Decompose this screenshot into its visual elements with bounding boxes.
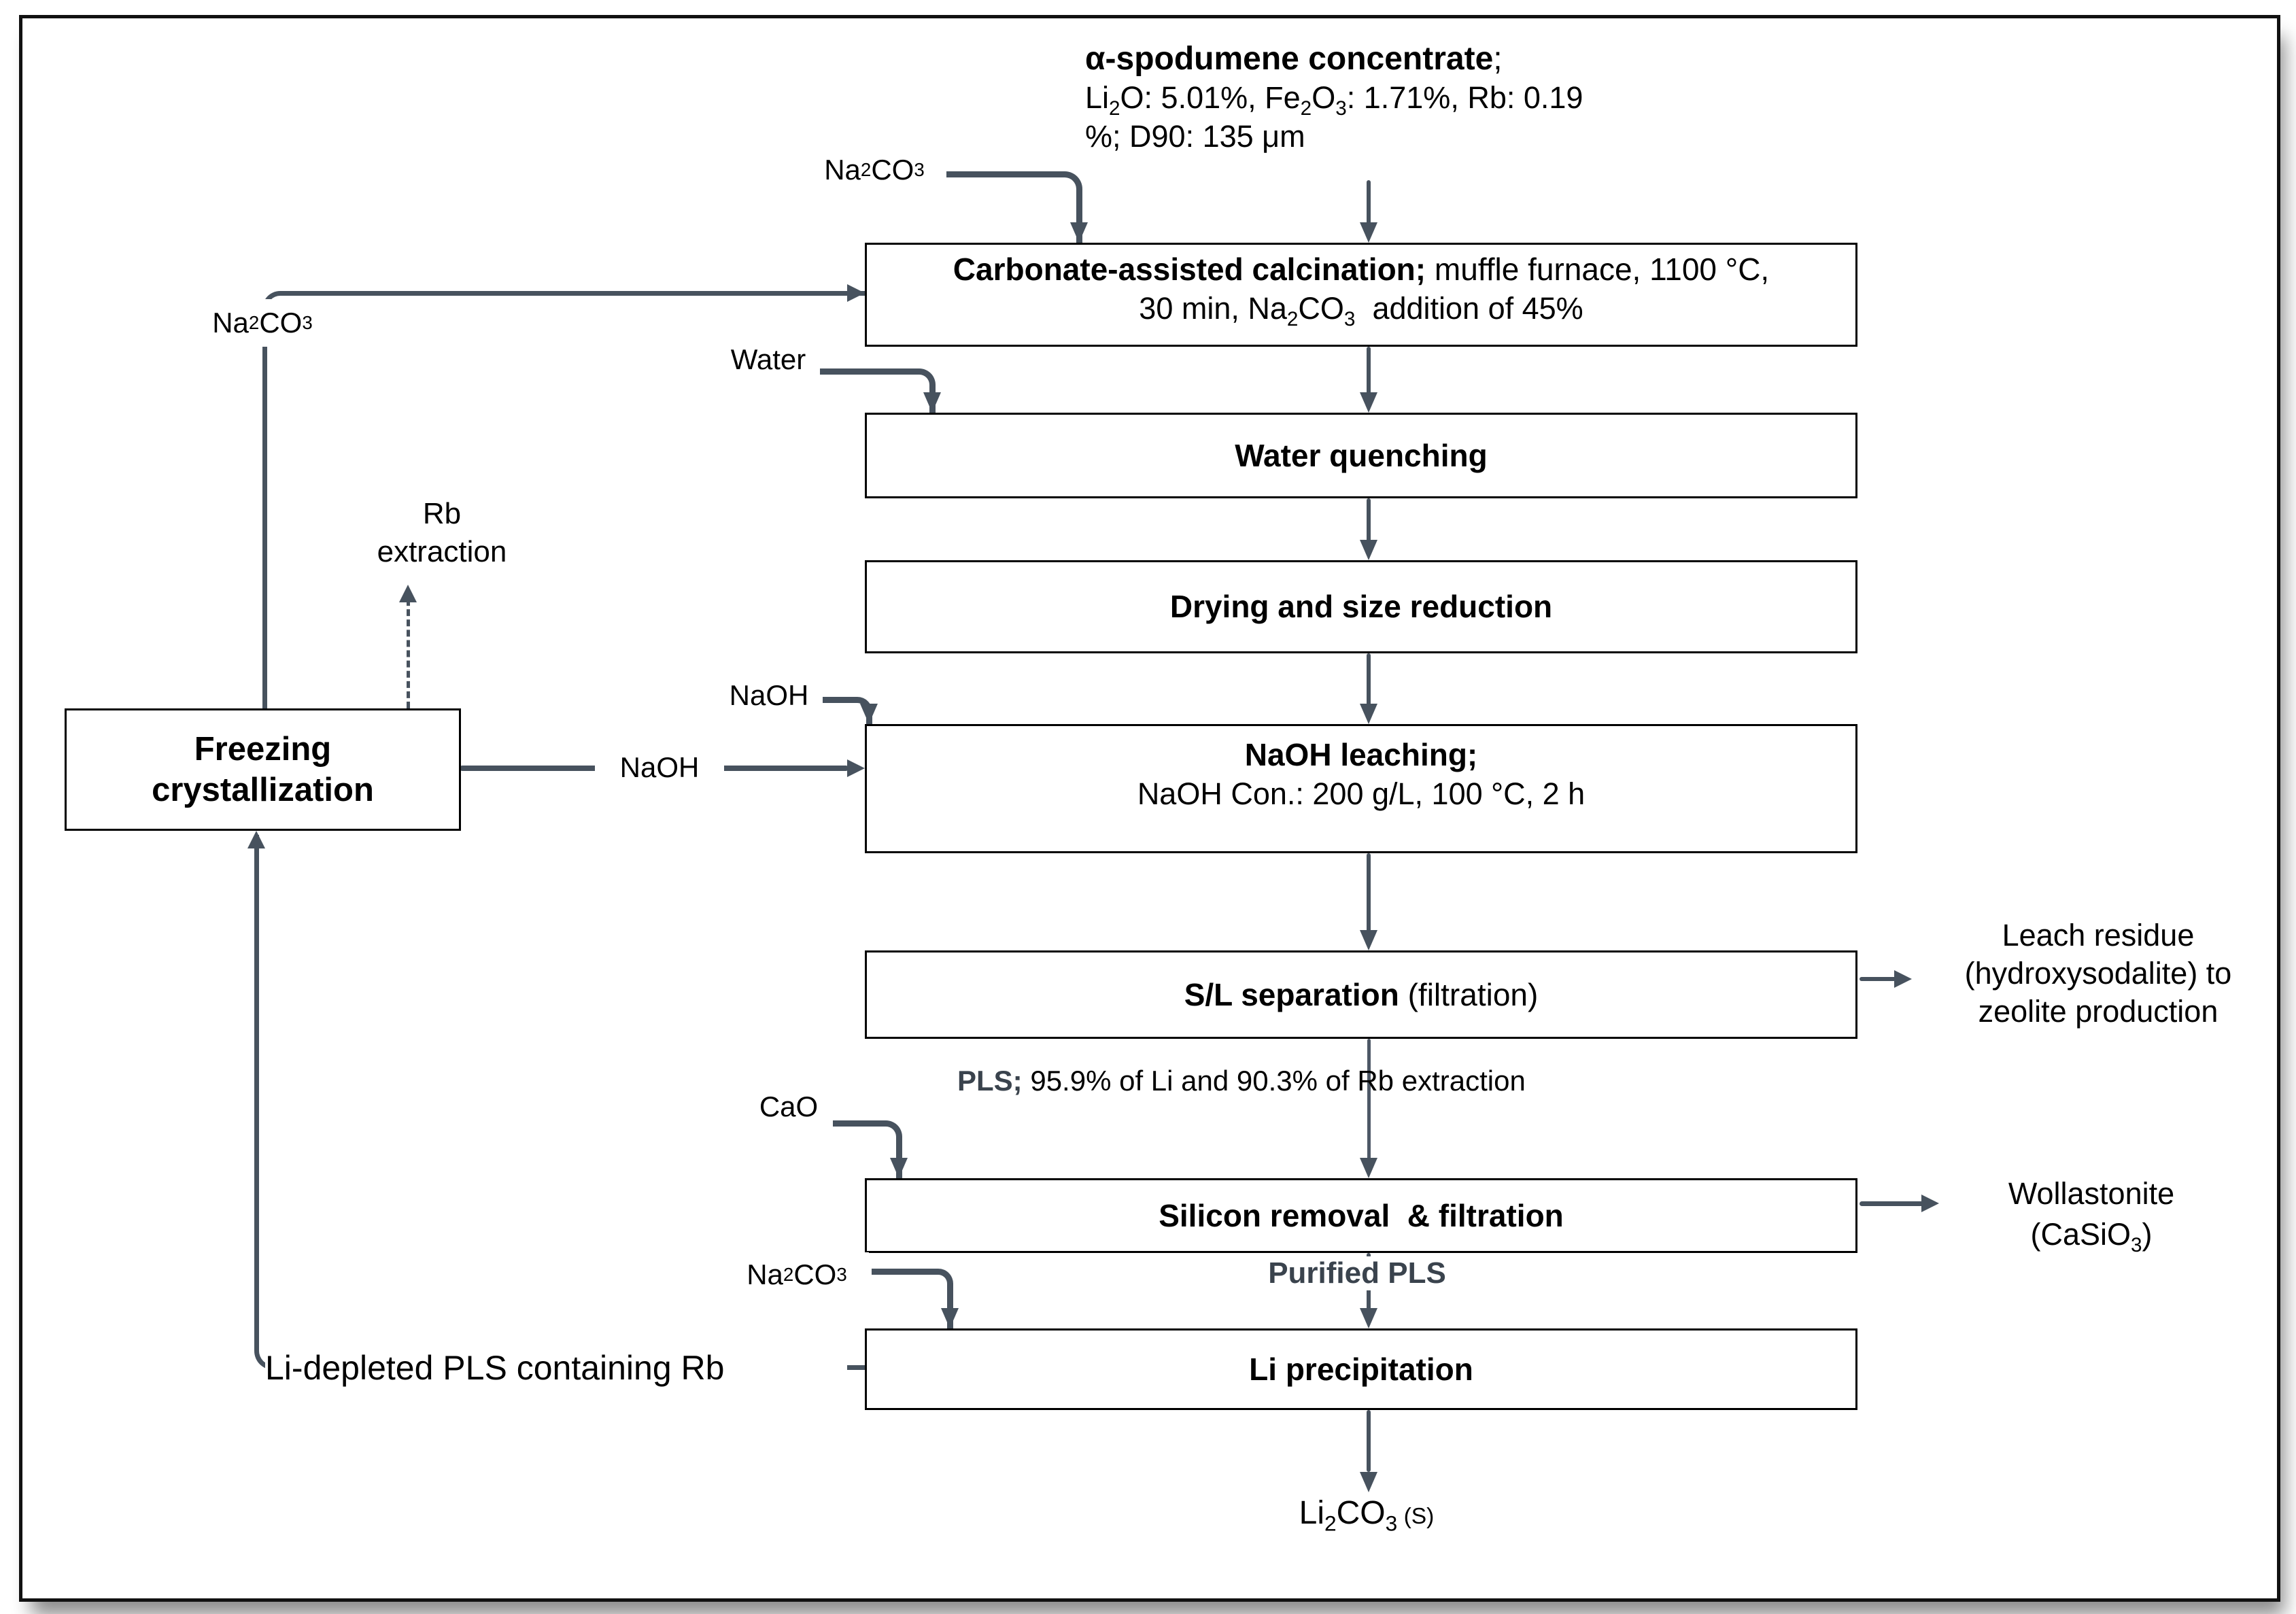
flow-box-li-precipitation: Li precipitation [865,1328,1857,1410]
label-na2co3-recycle: Na2CO3 [192,299,332,347]
silicon-removal-label: Silicon removal & filtration [1159,1197,1564,1235]
elbow-water [820,368,936,413]
arrowhead-na2co3-top [1070,222,1088,243]
label-purified-pls: Purified PLS [1235,1256,1479,1290]
arrow-drying-to-leaching [1367,653,1371,708]
arrowhead-into-quenching [1360,392,1377,413]
label-rb-extraction: Rb extraction [340,495,544,571]
title-line3: %; D90: 135 μm [1085,117,1670,156]
label-water: Water [717,339,819,381]
calcination-line1: Carbonate-assisted calcination; muffle f… [953,250,1769,289]
label-cao: CaO [744,1085,833,1129]
arrowhead-into-freezing [247,831,265,848]
label-naoh-stream: NaOH [595,746,724,789]
arrowhead-product [1360,1472,1377,1492]
label-naoh-makeup: NaOH [715,674,823,717]
arrowhead-water [923,392,941,413]
arrowhead-into-precipitation [1360,1308,1377,1328]
arrowhead-residue [1894,970,1912,988]
arrowhead-naoh-into-leaching [847,759,865,777]
arrowhead-na2co3-bottom [941,1308,959,1328]
flow-box-drying: Drying and size reduction [865,560,1857,653]
elbow-na2co3-top [946,171,1082,243]
dashed-line-rb [407,589,410,708]
arrow-quenching-to-drying [1367,498,1371,543]
arrowhead-into-leaching [1360,704,1377,724]
label-leach-residue: Leach residue (hydroxysodalite) to zeoli… [1928,916,2268,1031]
arrowhead-into-silicon [1360,1158,1377,1178]
label-na2co3-top: Na2CO3 [802,145,946,194]
flow-box-freezing-crystallization: Freezing crystallization [65,708,461,831]
arrowhead-into-calcination [1360,222,1377,243]
arrowhead-wollastonite [1921,1195,1939,1212]
arrow-silicon-to-wollastonite [1860,1201,1924,1206]
arrowhead-na2co3-recycle [847,284,865,302]
label-wollastonite: Wollastonite (CaSiO3) [1955,1173,2227,1255]
arrow-precipitation-to-product [1367,1410,1371,1472]
flow-box-naoh-leaching: NaOH leaching; NaOH Con.: 200 g/L, 100 °… [865,724,1857,853]
arrow-leaching-to-separation [1367,853,1371,934]
arrowhead-into-drying [1360,540,1377,560]
li-precipitation-label: Li precipitation [1249,1350,1473,1389]
drying-label: Drying and size reduction [1170,587,1552,626]
sl-separation-label: S/L separation (filtration) [1184,976,1539,1014]
naoh-leaching-line2: NaOH Con.: 200 g/L, 100 °C, 2 h [1137,774,1585,813]
freezing-label: Freezing crystallization [152,729,374,810]
arrowhead-cao [890,1158,908,1178]
title-line2: Li2O: 5.01%, Fe2O3: 1.71%, Rb: 0.19 [1085,78,1670,117]
arrow-separation-to-residue [1860,977,1897,981]
flow-box-calcination: Carbonate-assisted calcination; muffle f… [865,243,1857,347]
naoh-leaching-line1: NaOH leaching; [1245,736,1478,774]
title-line1: α-spodumene concentrate; [1085,39,1670,78]
arrowhead-naoh-makeup [860,704,878,724]
label-na2co3-bottom: Na2CO3 [725,1252,869,1297]
arrow-feed-to-calcination [1367,180,1371,225]
arrowhead-into-separation [1360,930,1377,950]
calcination-line2: 30 min, Na2CO3 addition of 45% [1139,289,1583,328]
flow-box-silicon-removal: Silicon removal & filtration [865,1178,1857,1253]
label-li-depleted-pls: Li-depleted PLS containing Rb [265,1345,847,1390]
arrow-separation-to-silicon [1367,1039,1371,1161]
title-block: α-spodumene concentrate; Li2O: 5.01%, Fe… [1085,39,1670,156]
label-pls: PLS; 95.9% of Li and 90.3% of Rb extract… [957,1065,1518,1097]
water-quenching-label: Water quenching [1235,436,1487,475]
arrow-calcination-to-quenching [1367,347,1371,396]
flow-box-sl-separation: S/L separation (filtration) [865,950,1857,1039]
label-li2co3-product: Li2CO3 (S) [1244,1494,1489,1532]
arrowhead-rb-extraction [399,585,417,602]
flow-box-water-quenching: Water quenching [865,413,1857,498]
